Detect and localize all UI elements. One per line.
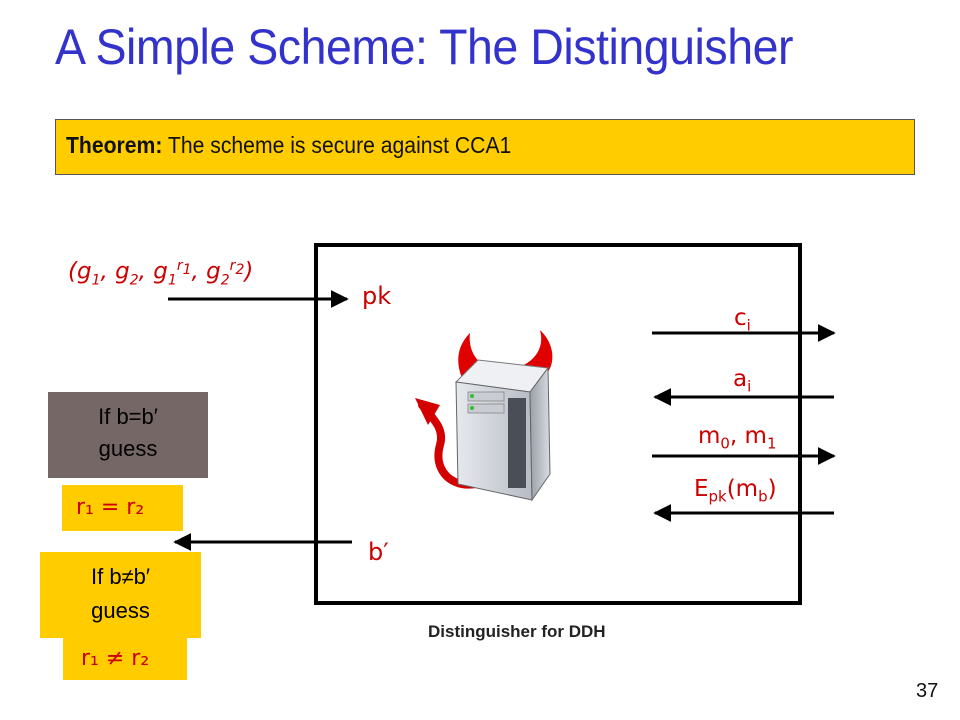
public-key-tuple: (g1, g2, g1r1, g2r2) [68,258,254,289]
theorem-banner: Theorem: The scheme is secure against CC… [55,119,915,175]
devil-server-icon [415,330,553,502]
messages-label: m0, m1 [698,423,777,453]
b-prime-label: b′ [368,538,389,566]
guess-notequal-result: r₁ ≠ r₂ [81,646,150,671]
ciphertext-label: Epk(mb) [694,476,777,506]
guess-notequal-condition: If b≠b′ [90,564,150,589]
pk-label: pk [362,282,392,310]
guess-equal-condition: If b=b′ [98,404,158,429]
ci-label: ci [734,305,751,335]
guess-equal-box: If b=b′ guess [48,392,208,478]
guess-notequal-box: If b≠b′ guess [40,552,201,638]
guess-notequal-result-box: r₁ ≠ r₂ [63,634,187,680]
ai-label: ai [733,366,752,396]
slide-number: 37 [916,680,939,702]
guess-equal-result-box: r₁ = r₂ [62,485,183,531]
slide-title: A Simple Scheme: The Distinguisher [55,19,794,75]
theorem-text: Theorem: The scheme is secure against CC… [66,132,511,159]
distinguisher-caption: Distinguisher for DDH [428,622,606,641]
theorem-label: Theorem: [66,132,163,158]
guess-equal-result: r₁ = r₂ [76,495,145,520]
distinguisher-box [314,243,802,605]
theorem-statement: The scheme is secure against CCA1 [162,132,512,158]
guess-equal-word: guess [98,436,158,461]
guess-notequal-word: guess [91,598,150,623]
